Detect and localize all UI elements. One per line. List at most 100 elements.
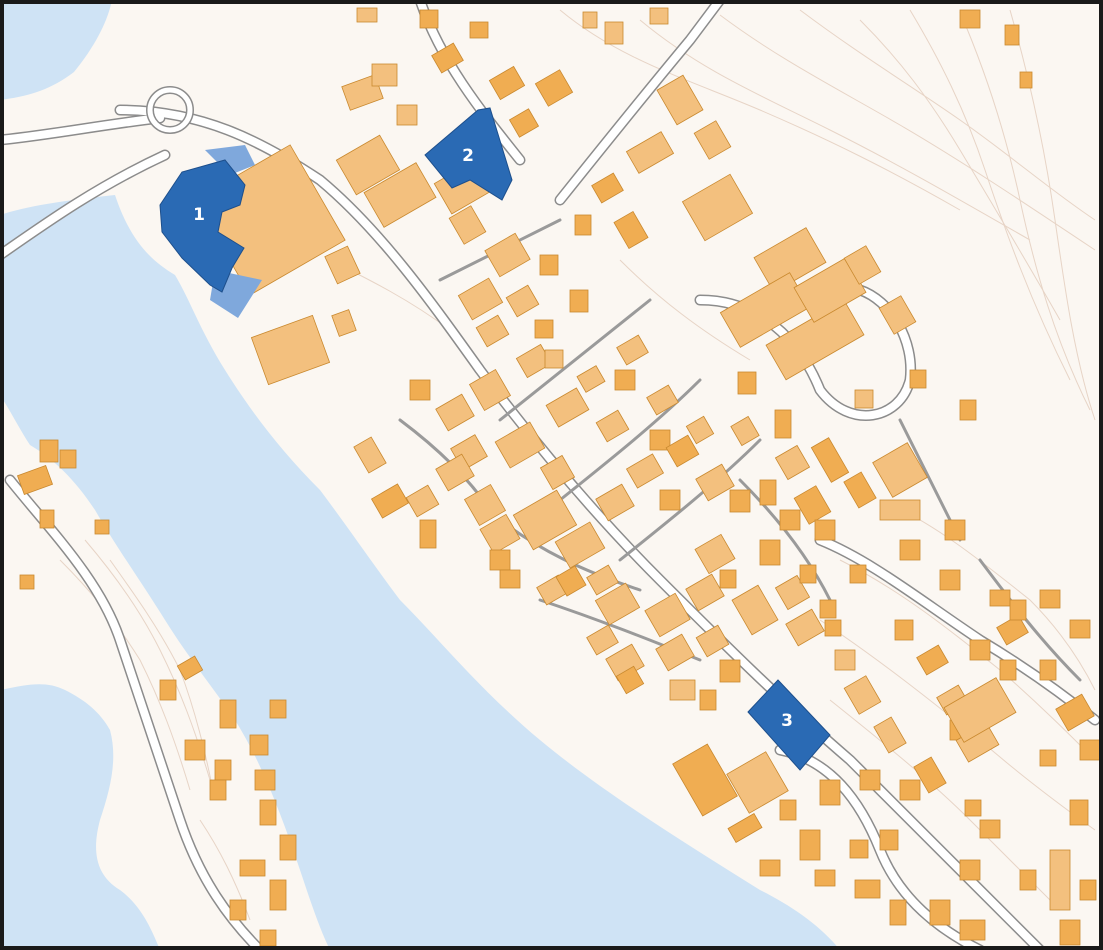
building-footprint (799, 829, 821, 861)
building-footprint (176, 655, 204, 681)
building-footprint (489, 549, 511, 571)
building-footprint (534, 319, 554, 339)
building-footprint (544, 349, 564, 369)
building-footprint (879, 499, 921, 521)
building-footprint (625, 131, 675, 174)
building-footprint (488, 65, 526, 101)
building-footprint (669, 679, 696, 701)
building-footprint (843, 675, 882, 715)
building-footprint (39, 439, 59, 463)
building-footprint (269, 699, 287, 719)
building-footprint (959, 399, 977, 421)
building-footprint (779, 799, 797, 821)
building-footprint (659, 489, 681, 511)
building-footprint (759, 479, 777, 506)
building-footprint (774, 409, 792, 439)
building-footprint (396, 104, 418, 126)
building-footprint (505, 284, 540, 318)
building-footprint (878, 295, 917, 335)
building-footprint (649, 429, 671, 451)
building-footprint (656, 74, 704, 126)
building-footprint (555, 565, 587, 597)
building-footprint (665, 434, 700, 468)
building-footprint (353, 436, 387, 474)
building-footprint (996, 614, 1029, 646)
building-footprint (889, 899, 907, 926)
fjord-main-water (4, 195, 837, 946)
building-footprint (899, 779, 921, 801)
building-footprint (16, 464, 54, 496)
building-footprint (959, 919, 986, 941)
building-footprint (604, 21, 624, 45)
building-footprint (1039, 589, 1061, 609)
building-footprint (468, 368, 512, 412)
building-footprint (1049, 849, 1071, 911)
building-footprint (793, 485, 832, 525)
map-canvas[interactable]: 1 2 3 (4, 4, 1099, 946)
building-footprint (644, 592, 691, 638)
highlighted-sites[interactable]: 1 2 3 (159, 107, 831, 771)
building-footprint (969, 639, 991, 661)
building-footprint (1055, 693, 1095, 732)
building-footprint (719, 659, 741, 683)
building-footprint (539, 254, 559, 276)
building-footprint (819, 779, 841, 806)
building-footprint (799, 564, 817, 584)
building-footprint (370, 483, 410, 519)
site-3-shape (747, 679, 831, 771)
building-footprint (625, 453, 665, 489)
building-footprint (494, 421, 546, 469)
building-footprint (873, 716, 907, 754)
building-footprint (1039, 749, 1057, 767)
building-footprint (586, 624, 619, 656)
building-footprint (363, 162, 437, 228)
building-footprint (469, 21, 489, 39)
building-footprint (699, 689, 717, 711)
building-footprint (594, 582, 641, 626)
site-marker-2[interactable]: 2 (424, 107, 513, 201)
building-footprint (279, 834, 297, 861)
building-footprint (448, 205, 487, 245)
site-3-label: 3 (781, 711, 793, 731)
building-footprint (693, 120, 732, 160)
building-footprint (649, 7, 669, 25)
building-footprint (849, 839, 869, 859)
building-footprint (759, 539, 781, 566)
building-footprint (779, 509, 801, 531)
building-footprint (913, 756, 947, 794)
site-marker-1[interactable]: 1 (159, 145, 262, 318)
building-footprint (554, 521, 606, 569)
building-footprint (672, 743, 738, 817)
building-footprint (249, 734, 269, 756)
building-footprint (944, 519, 966, 541)
building-footprint (324, 245, 361, 285)
building-footprint (854, 879, 881, 899)
building-footprint (730, 415, 760, 447)
building-footprint (335, 134, 401, 196)
building-footprint (435, 453, 475, 492)
building-footprint (1019, 71, 1033, 89)
building-footprint (1009, 599, 1027, 621)
building-footprint (613, 210, 649, 250)
building-footprint (1079, 739, 1099, 761)
building-footprint (534, 69, 574, 107)
building-footprint (894, 619, 914, 641)
building-footprint (405, 484, 440, 518)
site-marker-3[interactable]: 3 (747, 679, 831, 771)
building-footprint (695, 463, 735, 502)
building-footprint (916, 644, 949, 676)
building-footprint (616, 334, 649, 366)
building-footprint (726, 751, 789, 814)
building-footprint (759, 859, 781, 877)
building-footprint (729, 489, 751, 513)
building-footprint (1019, 869, 1037, 891)
building-footprint (929, 899, 951, 926)
building-footprint (819, 599, 837, 619)
building-footprint (814, 519, 836, 541)
building-footprint (39, 509, 55, 529)
building-footprint (737, 371, 757, 395)
building-footprint (463, 483, 507, 527)
building-footprint (356, 7, 378, 23)
fjord-north-water (4, 4, 112, 100)
building-footprint (872, 442, 928, 498)
